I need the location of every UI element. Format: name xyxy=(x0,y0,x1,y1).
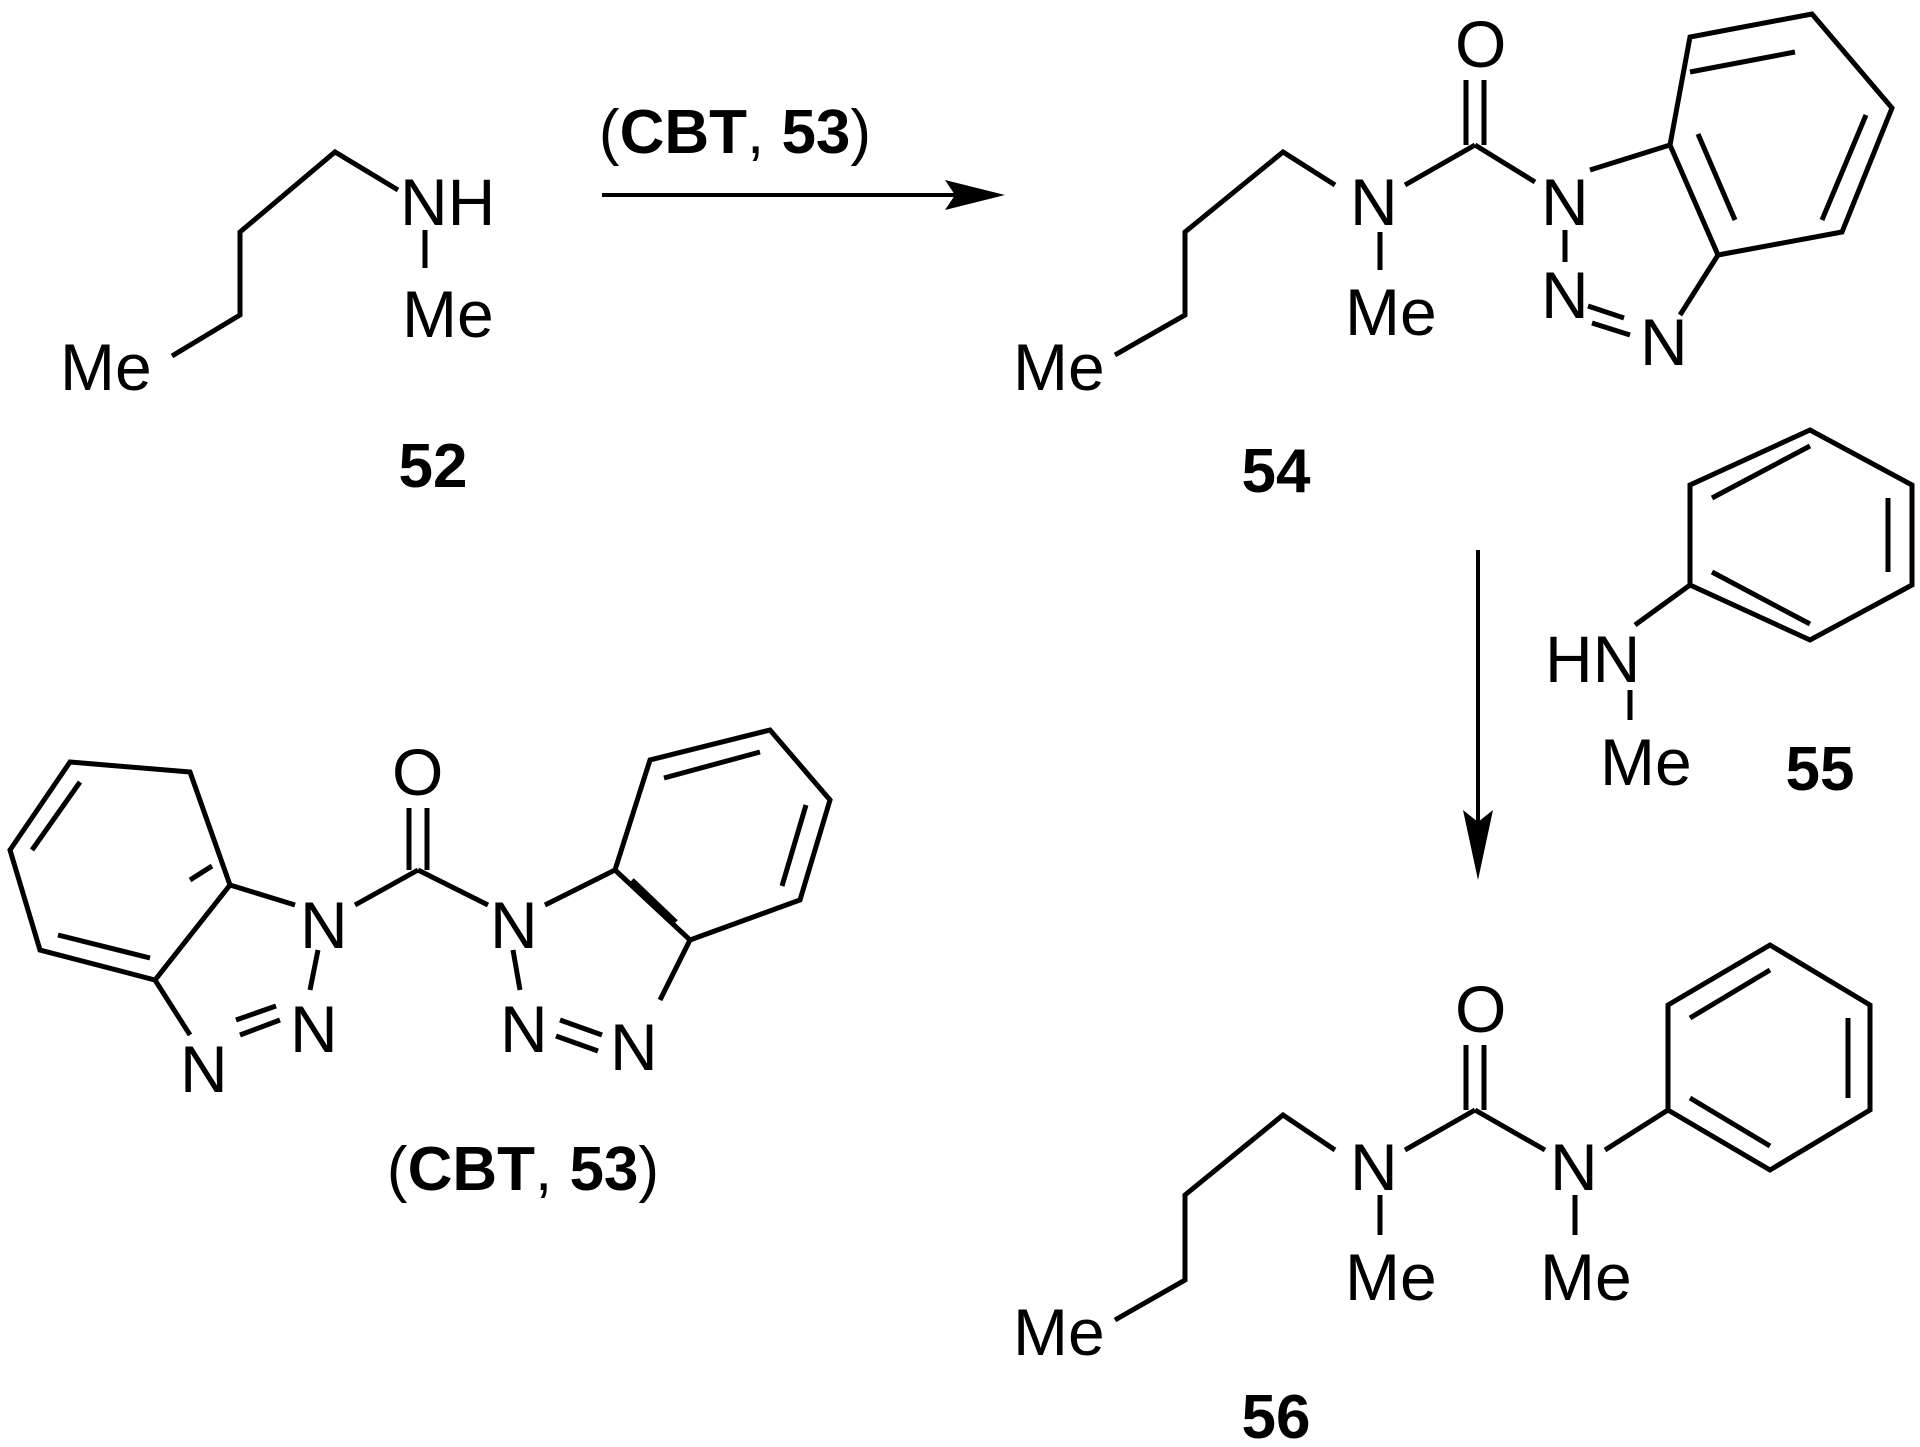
compound-53-left-benzene-ring xyxy=(7,759,233,983)
arrow-52-to-54-head xyxy=(945,180,1005,210)
arrow-54-to-56-head xyxy=(1463,810,1493,880)
compound-52-nh-atom: NH xyxy=(400,165,495,239)
compound-54-benzene-ring xyxy=(1667,11,1895,258)
compound-54-benzene-inner-bonds xyxy=(1689,49,1869,221)
compound-54-oxygen-atom: O xyxy=(1455,7,1506,81)
compound-54-n3-atom: N xyxy=(1640,305,1688,379)
compound-54-n2-atom: N xyxy=(1541,258,1589,332)
compound-53-left-benzene-inner-bonds xyxy=(29,780,214,961)
compound-56-chain-bonds xyxy=(1113,1111,1337,1323)
reagent-label-top: (CBT, 53) xyxy=(599,98,871,167)
compound-56-oxygen-atom: O xyxy=(1455,972,1506,1046)
compound-53: O N N N N N N (CBT, 53) xyxy=(7,727,833,1204)
compound-55-benzene-ring xyxy=(1687,427,1915,643)
compound-56-left-methyl-atom: Me xyxy=(1345,1240,1437,1314)
compound-53-left-n3-atom: N xyxy=(180,1032,228,1106)
compound-54: O N Me Me N N N 54 xyxy=(1013,7,1895,506)
compound-54-n-methyl-atom: Me xyxy=(1345,275,1437,349)
compound-53-left-triazole-bonds xyxy=(152,882,321,1038)
compound-55-n-methyl-atom: Me xyxy=(1600,725,1692,799)
compound-54-c-n1-bond xyxy=(1473,142,1537,185)
compound-56: O N N Me Me Me 56 xyxy=(1013,942,1873,1447)
compound-55: HN Me 55 xyxy=(1545,427,1915,804)
compound-54-triazole-bonds xyxy=(1562,142,1721,338)
compound-53-right-n3-atom: N xyxy=(610,1010,658,1084)
compound-56-left-nitrogen-atom: N xyxy=(1350,1130,1398,1204)
compound-53-left-n2-atom: N xyxy=(290,992,338,1066)
compound-54-amide-nitrogen-atom: N xyxy=(1350,165,1398,239)
compound-53-c-right-n-bond xyxy=(416,867,490,908)
compound-53-left-n1-atom: N xyxy=(300,888,348,962)
compound-53-label: (CBT, 53) xyxy=(387,1135,659,1204)
arrow-52-to-54: (CBT, 53) xyxy=(599,98,1005,210)
compound-55-hn-atom: HN xyxy=(1545,622,1640,696)
compound-54-chain-bonds xyxy=(1113,148,1337,358)
compound-53-right-n2-atom: N xyxy=(500,992,548,1066)
compound-54-n-c-bond xyxy=(1403,142,1477,188)
compound-53-oxygen-atom: O xyxy=(392,735,443,809)
compound-56-right-methyl-atom: Me xyxy=(1540,1240,1632,1314)
arrow-54-to-56 xyxy=(1463,550,1493,880)
compound-52-chain-methyl-atom: Me xyxy=(60,330,152,404)
compound-56-right-nitrogen-atom: N xyxy=(1550,1130,1598,1204)
compound-56-chain-methyl-atom: Me xyxy=(1013,1295,1105,1369)
compound-52-chain-bonds xyxy=(170,148,400,359)
compound-56-left-n-c-bond xyxy=(1403,1107,1477,1153)
compound-56-label: 56 xyxy=(1242,1383,1311,1447)
compound-52-n-methyl-atom: Me xyxy=(402,277,494,351)
compound-52-label: 52 xyxy=(399,432,468,501)
compound-56-benzene-ring xyxy=(1665,942,1873,1173)
compound-54-label: 54 xyxy=(1242,437,1311,506)
compound-53-right-triazole-bonds xyxy=(510,867,693,1054)
compound-52: NH Me Me 52 xyxy=(60,148,495,501)
compound-53-right-benzene-ring xyxy=(612,727,833,943)
compound-53-right-n1-atom: N xyxy=(490,888,538,962)
compound-55-benzene-inner-bonds xyxy=(1710,443,1891,627)
compound-53-left-n-c-bond xyxy=(353,867,420,908)
compound-56-n-phenyl-bond xyxy=(1603,1107,1670,1153)
compound-55-label: 55 xyxy=(1786,735,1855,804)
compound-56-c-right-n-bond xyxy=(1473,1107,1547,1153)
compound-53-right-benzene-inner-bonds xyxy=(630,749,809,924)
compound-56-benzene-inner-bonds xyxy=(1688,967,1851,1149)
compound-54-n1-atom: N xyxy=(1541,165,1589,239)
compound-55-n-phenyl-bond xyxy=(1633,582,1692,628)
compound-54-chain-methyl-atom: Me xyxy=(1013,330,1105,404)
